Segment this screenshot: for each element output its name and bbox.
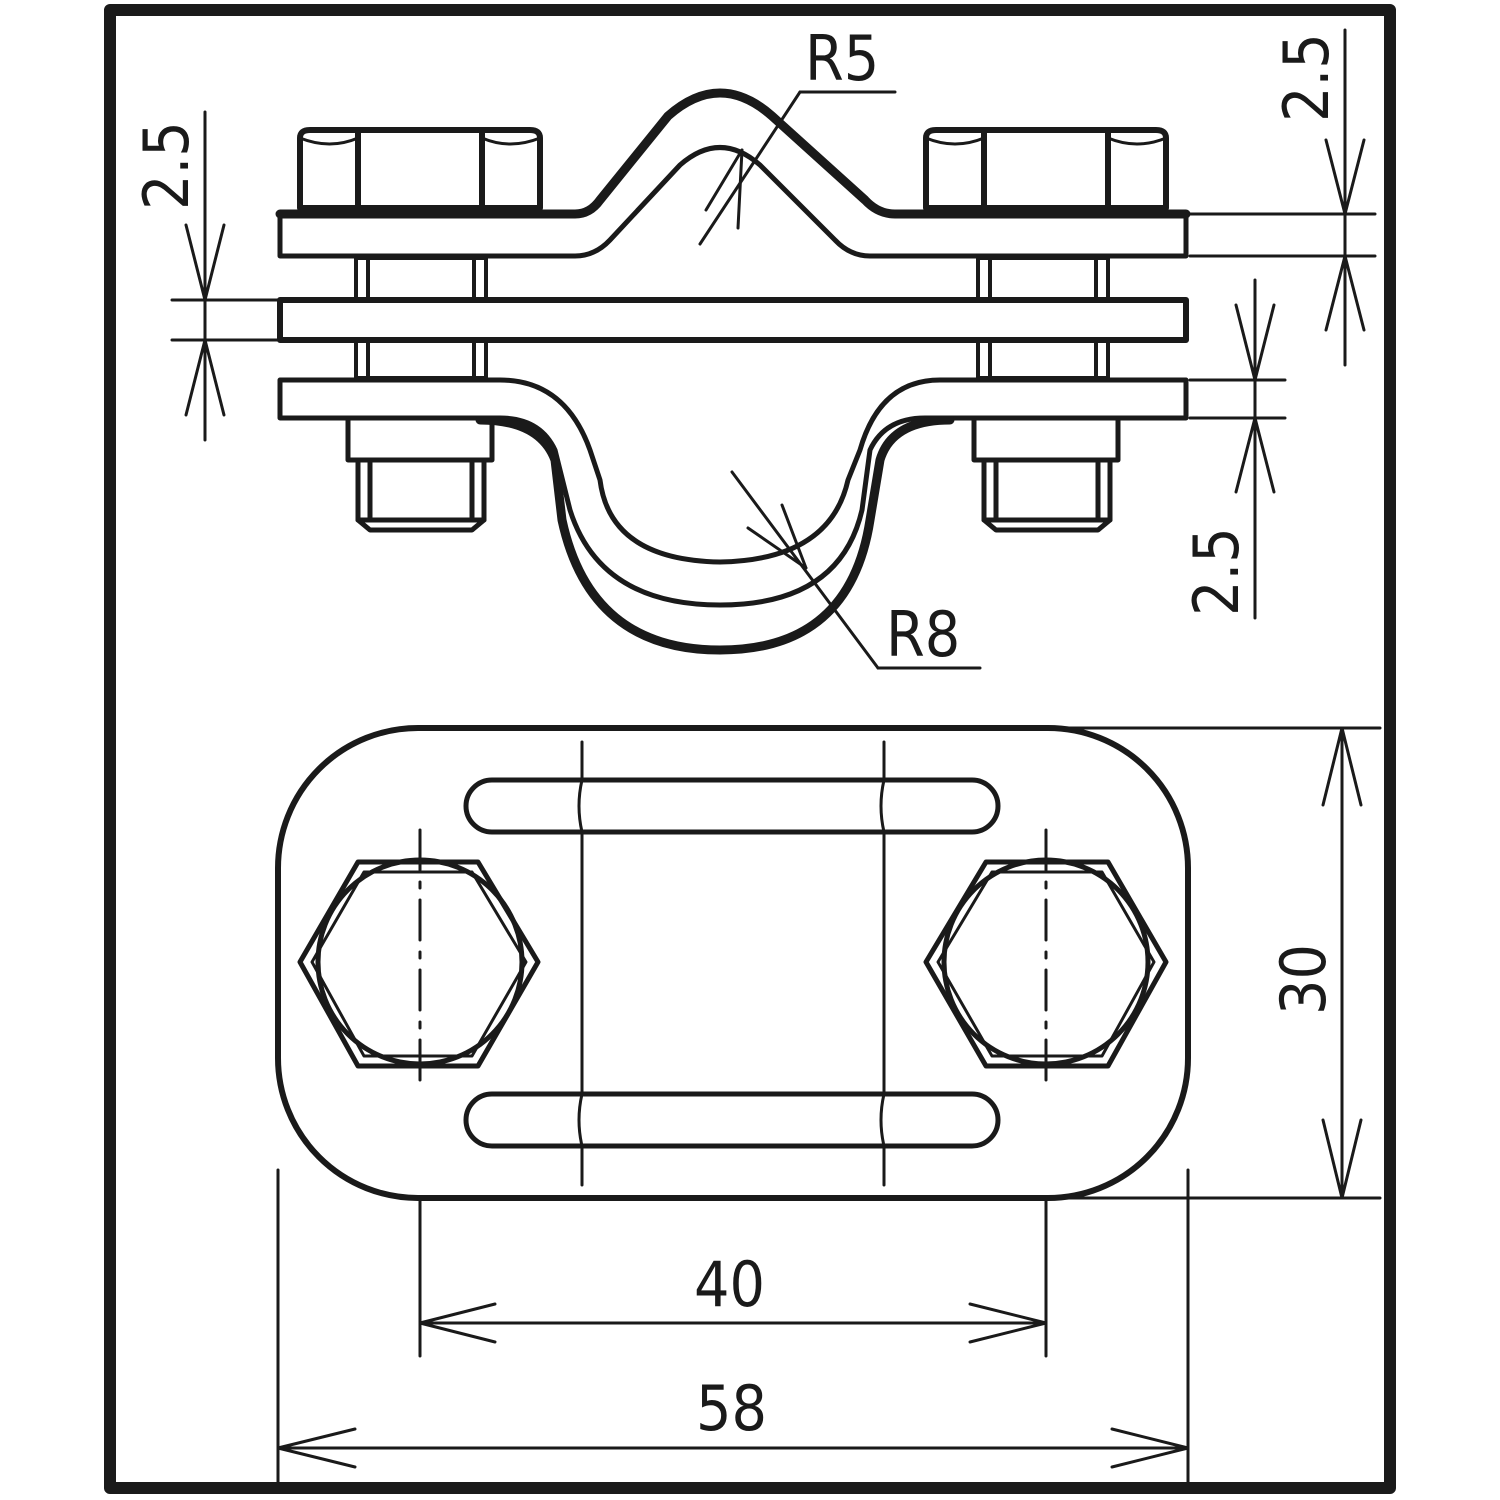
- slot-top: [463, 777, 1001, 835]
- dimension-r8: R8: [886, 598, 960, 671]
- base-plate-outline: [275, 725, 1191, 1201]
- drawing-frame: [104, 4, 1396, 1494]
- dimension-height: 30: [1267, 944, 1340, 1015]
- hex-nut-left-side: [297, 127, 543, 211]
- dim-height: [1058, 726, 1382, 1200]
- dimension-r5: R5: [805, 22, 879, 95]
- r8-leader: [730, 470, 982, 670]
- dimension-bolt-spacing: 40: [694, 1248, 765, 1321]
- middle-plate: [277, 297, 1189, 343]
- hex-nut-left-top: [297, 828, 541, 1092]
- bottom-saddle: [277, 377, 1189, 655]
- clamp-band-lines: [577, 740, 886, 1187]
- bottom-nut-right: [971, 417, 1121, 533]
- dimension-thickness-right-top: 2.5: [1270, 33, 1343, 122]
- r5-leader: [698, 90, 897, 246]
- dim-bolt-spacing: [418, 1196, 1048, 1358]
- bolt-shanks: [354, 256, 1110, 380]
- top-plate: [275, 88, 1191, 259]
- dim-left-thickness: [170, 110, 282, 442]
- dimension-overall-length: 58: [696, 1372, 767, 1445]
- hex-nut-right-top: [923, 828, 1169, 1092]
- dim-right-top-thickness: [1188, 28, 1377, 367]
- dim-overall-length: [276, 1168, 1190, 1487]
- hex-nut-right-side: [923, 127, 1169, 211]
- side-view: R5 R8 2.5 2.5: [130, 22, 1377, 671]
- top-view: 30 40 58: [275, 725, 1382, 1487]
- bottom-nut-left: [345, 417, 495, 533]
- dimension-thickness-right-bottom: 2.5: [1180, 527, 1253, 616]
- dim-right-bottom-thickness: [1188, 278, 1287, 620]
- slot-bottom: [463, 1091, 1001, 1149]
- dimension-thickness-left: 2.5: [130, 121, 203, 210]
